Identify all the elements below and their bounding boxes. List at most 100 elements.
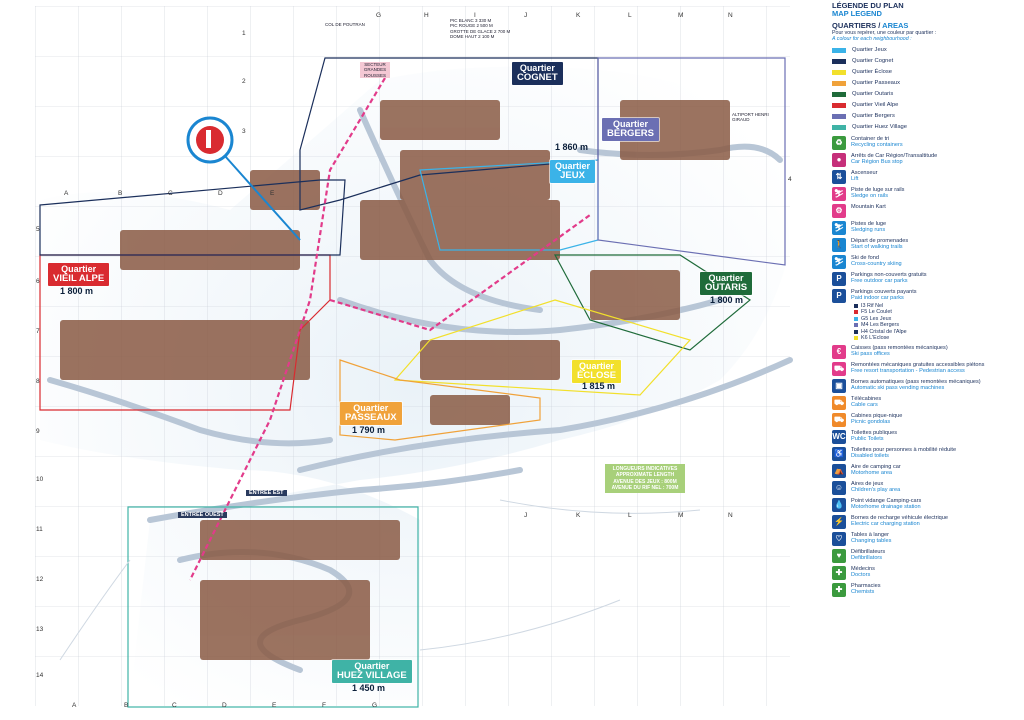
legend-item-fr: Point vidange Camping-cars [851, 497, 922, 504]
legend-quarter-row: Quartier Bergers [832, 111, 1022, 122]
peak-note-line: PIC ROUGE 2 500 M [450, 23, 493, 29]
col-label: K [576, 12, 581, 19]
row-label: 12 [36, 576, 44, 583]
col-label: C [168, 190, 173, 197]
recycling-icon: ♻ [832, 135, 846, 150]
quarter-legend-label: Quartier Outaris [852, 91, 894, 98]
quarter-color-swatch [832, 47, 846, 53]
peak-note-line: DOME HAUT 2 100 M [450, 34, 495, 40]
legend-item-text: Mountain Kart [851, 204, 886, 211]
legend-item-fr: Pistes de luge [851, 220, 887, 227]
col-label: I [474, 12, 476, 19]
altitude-passeaux: 1 790 m [352, 425, 386, 435]
quarter-label-bergers: Quartier BERGERS [602, 118, 659, 142]
west-entrance-label: ENTRÉE OUEST [178, 512, 227, 518]
quarter-label-eclose: Quartier ÉCLOSE [572, 360, 622, 384]
legend-item-en: Paid indoor car parks [851, 295, 904, 302]
lengths-line: AVENUE DU RIF NEL : 700M [611, 484, 679, 491]
legend-item-fr: Cabines pique-nique [851, 412, 903, 419]
col-label: D [222, 702, 227, 709]
legend-item-en: Cable cars [851, 402, 878, 409]
legend-item-fr: Bornes de recharge véhicule électrique [851, 514, 949, 521]
col-label: J [524, 512, 528, 519]
quarter-legend-label: Quartier Vieil Alpe [852, 102, 899, 109]
cable-car-icon: ⛟ [832, 395, 846, 410]
legend-item-fr: Mountain Kart [851, 203, 886, 210]
ev-charging-icon: ⚡ [832, 514, 846, 529]
legend-item-fr: Pharmacies [851, 582, 881, 589]
legend-item-en: Defibrillators [851, 555, 883, 562]
legend-item-fr: Arrêts de Car Région/Transaltitude [851, 152, 938, 159]
changing-table-icon: ♡ [832, 531, 846, 546]
approximate-lengths-box: LONGUEURS INDICATIVES APPROXIMATE LENGTH… [605, 464, 685, 493]
free-transport-icon: ⛟ [832, 361, 846, 376]
legend-item-fr: Toilettes pour personnes à mobilité rédu… [851, 446, 957, 453]
quarter-prefix: Quartier [579, 361, 615, 371]
quarter-name: COGNET [517, 72, 558, 84]
parking-entry: F5 Le Coulet [854, 309, 1022, 315]
free-parking-icon: P [832, 271, 846, 286]
quarter-name: OUTARIS [705, 282, 748, 294]
quarter-prefix: Quartier [353, 403, 389, 413]
quarter-color-swatch [832, 113, 846, 119]
quarter-prefix: Quartier [555, 161, 591, 171]
legend-item-en: Recycling containers [851, 142, 903, 149]
altitude-vieil-alpe: 1 800 m [60, 286, 94, 296]
row-label: 4 [788, 176, 792, 183]
lengths-line: LONGUEURS INDICATIVES [612, 466, 678, 472]
parking-entry: K6 L'Eclose [854, 335, 1022, 341]
quarter-color-swatch [832, 69, 846, 75]
col-label: A [72, 702, 77, 709]
legend-item-en: Disabled toilets [851, 453, 889, 460]
col-label: G [376, 12, 382, 19]
mountain-kart-icon: ⚙ [832, 203, 846, 218]
quarter-color-swatch [832, 58, 846, 64]
parking-label: G5 Les Jeux [861, 315, 892, 322]
areas-note-fr: Pour vous repérer, une couleur par quart… [832, 29, 937, 36]
quarter-prefix: Quartier [612, 119, 648, 129]
parking-color-marker [854, 303, 858, 308]
legend-quarter-row: Quartier Cognet [832, 56, 1022, 67]
legend-item-en: Motorhome drainage station [851, 504, 921, 511]
parking-entry: M4 Les Bergers [854, 322, 1022, 328]
altitude-cognet: 1 860 m [555, 142, 589, 152]
col-label: H [424, 12, 429, 19]
quarter-label-vieil-alpe: Quartier VIEIL ALPE [48, 263, 110, 287]
legend-item-text: Toilettes pour personnes à mobilité rédu… [851, 447, 956, 460]
row-label: 14 [36, 672, 44, 679]
legend-quarter-row: Quartier Passeaux [832, 78, 1022, 89]
drainage-icon: 💧 [832, 497, 846, 512]
quarter-prefix: Quartier [519, 63, 555, 73]
row-label: 1 [242, 30, 246, 37]
legend-item-en: Lift [851, 176, 859, 183]
parking-label: F5 Le Coulet [861, 309, 892, 316]
quarter-name: VIEIL ALPE [53, 273, 105, 285]
legend-item-fr: Ascenseur [851, 169, 878, 176]
col-label: N [728, 12, 733, 19]
legend-item-en: Sledge on rails [851, 193, 889, 200]
row-label: 9 [36, 428, 40, 435]
quarter-legend-label: Quartier Passeaux [852, 80, 901, 87]
quarter-legend-label: Quartier Bergers [852, 113, 895, 120]
legend-quarter-row: Quartier Outaris [832, 89, 1022, 100]
sledging-icon: ⛷ [832, 220, 846, 235]
legend-item-fr: Médecins [851, 565, 875, 572]
legend-items-2: €Caisses (pass remontées mécaniques)Ski … [832, 344, 1022, 597]
col-label: E [270, 190, 275, 197]
tourist-office-logo [186, 116, 301, 241]
resort-map[interactable]: G H I J K L M N A B C D E J K L M N A B … [0, 0, 820, 720]
cross-country-icon: ⛷ [832, 254, 846, 269]
legend-item: ▣Bornes automatiques (pass remontées méc… [832, 378, 1022, 393]
quarter-label-outaris: Quartier OUTARIS [700, 272, 753, 296]
parking-entry: G5 Les Jeux [854, 316, 1022, 322]
legend-item-en: Sledging runs [851, 227, 886, 234]
